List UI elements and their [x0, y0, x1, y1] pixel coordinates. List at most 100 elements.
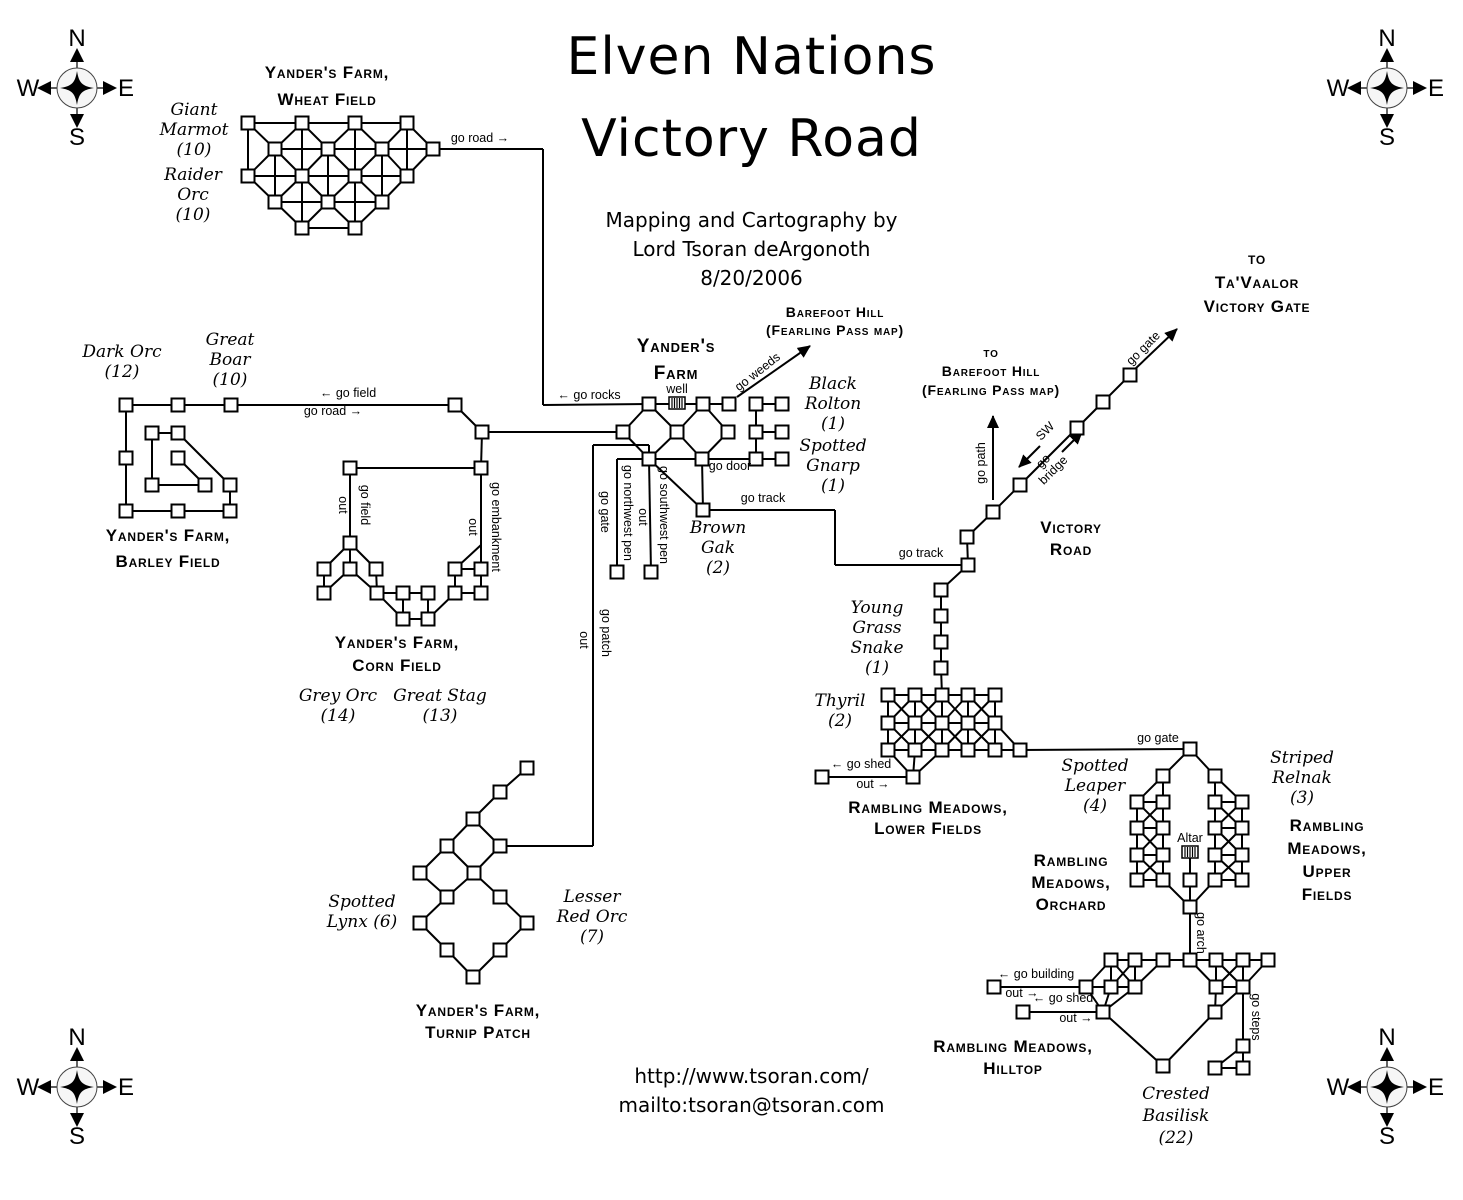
svg-text:Orc: Orc: [177, 185, 209, 205]
svg-text:Grass: Grass: [852, 618, 902, 638]
room-node: [933, 634, 949, 650]
svg-text:(Fearling Pass map): (Fearling Pass map): [766, 322, 904, 338]
room-node: [492, 889, 508, 905]
path-label: go northwest pen: [621, 465, 635, 561]
room-node: [144, 477, 160, 493]
map-edge: [1162, 1011, 1216, 1067]
room-node: [447, 397, 463, 413]
room-node: [1235, 979, 1251, 995]
svg-text:Young: Young: [851, 598, 904, 618]
svg-text:(1): (1): [821, 414, 845, 434]
svg-text:E: E: [118, 1074, 134, 1101]
room-node: [907, 742, 923, 758]
svg-text:Barley Field: Barley Field: [116, 552, 221, 571]
area-label-lower-fields: Rambling Meadows,Lower Fields: [848, 798, 1007, 838]
room-node: [374, 194, 390, 210]
room-node: [425, 141, 441, 157]
room-node: [374, 141, 390, 157]
room-node: [880, 715, 896, 731]
svg-text:(1): (1): [865, 658, 889, 678]
path-label: go gate: [1137, 731, 1179, 745]
svg-text:Raider: Raider: [163, 165, 223, 185]
room-node: [347, 220, 363, 236]
room-node: [1208, 979, 1224, 995]
path-label: go path: [974, 442, 988, 484]
svg-text:Meadows,: Meadows,: [1287, 839, 1366, 858]
room-node: [223, 397, 239, 413]
room-node: [1207, 768, 1223, 784]
room-node: [294, 220, 310, 236]
svg-text:(2): (2): [828, 711, 852, 731]
svg-text:Spotted: Spotted: [328, 892, 395, 912]
svg-text:Rambling Meadows,: Rambling Meadows,: [933, 1037, 1092, 1056]
room-node: [466, 865, 482, 881]
svg-text:Victory: Victory: [1040, 518, 1102, 537]
room-node: [1078, 979, 1094, 995]
svg-text:Wheat Field: Wheat Field: [277, 90, 376, 109]
path-label: out: [636, 508, 650, 526]
map-edge: [648, 458, 704, 511]
room-node: [240, 115, 256, 131]
room-node: [814, 769, 830, 785]
credits-line-1: Mapping and Cartography by: [605, 208, 898, 232]
room-node: [222, 477, 238, 493]
room-node: [347, 115, 363, 131]
svg-text:Turnip Patch: Turnip Patch: [425, 1023, 531, 1042]
room-node: [1234, 872, 1250, 888]
svg-text:N: N: [1378, 1024, 1395, 1051]
room-node: [316, 561, 332, 577]
room-node: [1182, 741, 1198, 757]
room-node: [170, 450, 186, 466]
room-node: [1182, 872, 1198, 888]
room-node: [880, 687, 896, 703]
room-node: [1155, 1058, 1171, 1074]
path-label: go field: [358, 485, 372, 525]
room-node: [934, 687, 950, 703]
room-node: [118, 450, 134, 466]
svg-text:N: N: [68, 25, 85, 52]
svg-text:Crested: Crested: [1142, 1084, 1210, 1104]
room-node: [320, 141, 336, 157]
room-node: [465, 811, 481, 827]
map-edge: [1019, 748, 1191, 751]
room-node: [934, 742, 950, 758]
room-node: [1207, 820, 1223, 836]
room-node: [473, 585, 489, 601]
svg-text:Grey Orc: Grey Orc: [299, 686, 378, 706]
direction-arrow-icon: [1018, 445, 1041, 468]
room-node: [1127, 979, 1143, 995]
room-node: [695, 502, 711, 518]
room-node: [492, 784, 508, 800]
room-node: [748, 424, 764, 440]
map-edge: [1102, 1011, 1164, 1067]
room-node: [1103, 979, 1119, 995]
room-node: [412, 915, 428, 931]
room-node: [1207, 872, 1223, 888]
room-node: [170, 397, 186, 413]
room-node: [694, 451, 710, 467]
path-label: out: [577, 631, 591, 649]
room-node: [880, 742, 896, 758]
room-node: [669, 424, 685, 440]
title-line-1: Elven Nations: [566, 27, 937, 87]
svg-text:Brown: Brown: [689, 518, 746, 538]
credits-line-2: Lord Tsoran deArgonoth: [632, 237, 871, 261]
svg-text:Barefoot Hill: Barefoot Hill: [942, 363, 1040, 379]
direction-arrow-icon: [736, 345, 811, 398]
path-label: ← go field: [320, 386, 376, 400]
room-node: [1182, 952, 1198, 968]
room-node: [1207, 847, 1223, 863]
direction-arrow-icon: [1133, 328, 1178, 371]
svg-text:to: to: [983, 344, 998, 360]
room-node: [987, 742, 1003, 758]
room-node: [420, 585, 436, 601]
svg-text:Gnarp: Gnarp: [806, 456, 860, 476]
path-label: go door: [709, 459, 751, 473]
svg-text:Striped: Striped: [1270, 748, 1334, 768]
path-label: go gate: [598, 491, 612, 533]
path-label: out: [466, 518, 480, 536]
room-node: [933, 608, 949, 624]
room-node: [1208, 952, 1224, 968]
